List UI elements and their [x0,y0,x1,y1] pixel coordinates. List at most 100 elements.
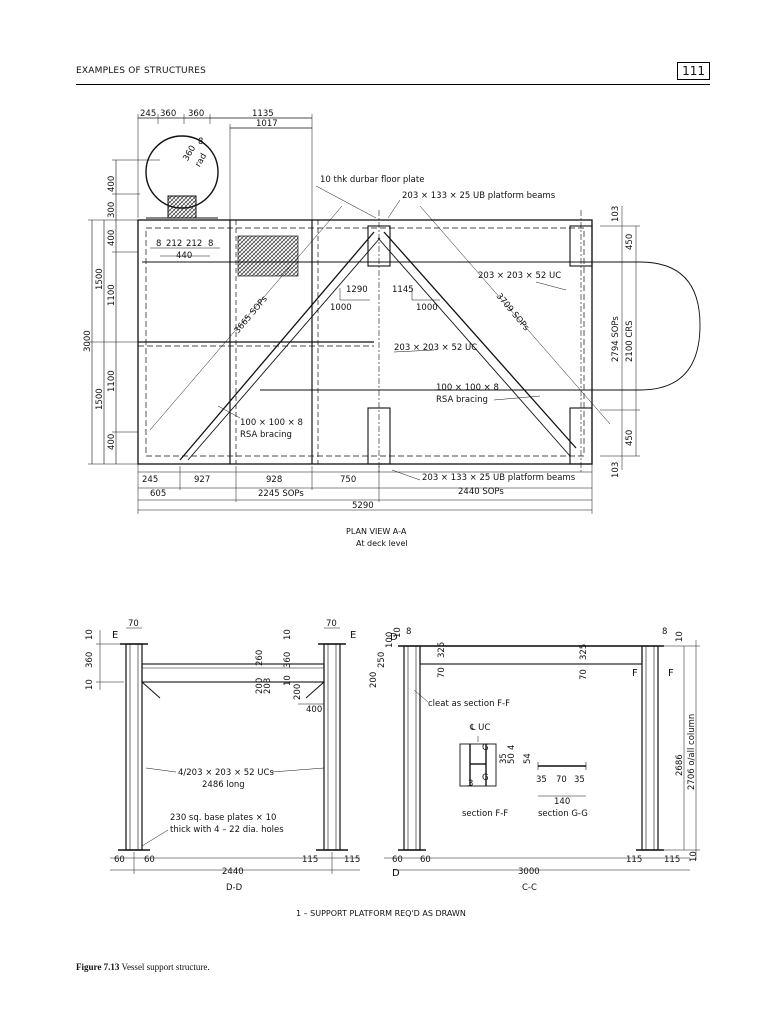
cc-bot-10: 10 [689,851,699,862]
dd-bot-60b: 60 [144,855,155,865]
left-dim-1500a: 1500 [95,268,105,290]
right-dim-2100: 2100 CRS [625,320,635,362]
right-dim-450a: 450 [625,234,635,250]
section-ff-label: section F-F [462,809,508,819]
caption-text: Vessel support structure. [121,962,210,972]
bottom-dim-927: 927 [194,475,210,485]
plan-view-subtitle: At deck level [356,539,408,548]
dd-bot-60a: 60 [114,855,125,865]
vessel-rad: rad [193,152,209,169]
top-dim-360a: 360 [160,109,176,119]
bottom-dim-245: 245 [142,475,158,485]
plan-view-title: PLAN VIEW A-A [346,527,407,536]
bottom-dim-5290: 5290 [352,501,374,511]
dd-beam [141,663,325,683]
dd-left-10a: 10 [85,629,95,640]
dd-dim-400: 400 [306,705,322,715]
right-dim-103b: 103 [611,462,621,478]
cc-in-200: 200 [369,672,379,688]
vessel-8: 8 [198,137,203,147]
left-dim-300: 300 [107,202,117,218]
cc-labels: D F F D 8 8 10 200 250 100 10 70 325 325… [369,627,699,893]
section-gg-label: section G-G [538,809,588,819]
top-dim-245: 245 [140,109,156,119]
cc-in-250: 250 [377,652,387,668]
cc-bot-115b: 115 [664,855,680,865]
dd-left-360: 360 [85,652,95,668]
right-dim-103a: 103 [611,206,621,222]
cc-mark-f-left: F [632,668,638,679]
cc-bot-115a: 115 [626,855,642,865]
top-dim-1017: 1017 [256,119,278,129]
vessel-outline [142,261,701,391]
dd-bot-115b: 115 [344,855,360,865]
cc-left-column [403,645,421,851]
callout-uc-right: 203 × 203 × 52 UC [478,271,561,281]
left-dim-1100a: 1100 [107,284,117,306]
dd-in-203: 203 [263,678,273,694]
ff-g-top: G [482,743,489,753]
footer-note: 1 – SUPPORT PLATFORM REQ'D AS DRAWN [296,909,466,918]
figure-caption: Figure 7.13 Vessel support structure. [76,962,210,972]
callout-rsa-right-2: RSA bracing [436,395,488,405]
callout-ub-top: 203 × 133 × 25 UB platform beams [402,191,556,201]
running-head: EXAMPLES OF STRUCTURES [76,66,207,76]
cc-in-325a: 325 [437,642,447,658]
plan-labels: 245 360 360 1135 1017 360 rad 8 3000 150… [83,109,635,548]
ff-4: 4 [507,745,517,750]
left-dim-400b: 400 [107,230,117,246]
cc-beam [419,645,643,665]
cc-in-70b: 70 [579,669,589,680]
dd-callout-bp-2: thick with 4 – 22 dia. holes [170,825,284,835]
bottom-dim-928: 928 [266,475,282,485]
bottom-dim-750: 750 [340,475,356,485]
cc-in-70a: 70 [437,667,447,678]
diag-dim-3665: 3665 SOPs [233,294,270,336]
cc-in-325b: 325 [579,644,589,660]
dd-callout-uc-2: 2486 long [202,780,245,790]
cc-bot-60a: 60 [392,855,403,865]
top-dim-360b: 360 [188,109,204,119]
bottom-dim-605: 605 [150,489,166,499]
dd-right-column [323,643,341,851]
callout-ub-bottom: 203 × 133 × 25 UB platform beams [422,473,576,483]
cc-mark-f-right: F [668,668,674,679]
dd-in-200: 200 [255,678,265,694]
dd-in-10b: 10 [283,675,293,686]
cc-in-100: 100 [385,632,395,648]
page-number: 111 [677,62,710,80]
left-dim-400a: 400 [107,176,117,192]
left-dim-1500b: 1500 [95,388,105,410]
elevation-cc [384,640,700,871]
dd-in-200b: 200 [293,684,303,700]
bottom-dim-2440: 2440 SOPs [458,487,504,497]
vessel-saddle [167,195,197,219]
mid-dim-1000b: 1000 [416,303,438,313]
cc-right-2706: 2706 o/all column [687,714,697,790]
gg-35a: 35 [536,775,547,785]
ff-50: 50 [507,753,517,764]
page-header: EXAMPLES OF STRUCTURES 111 [76,62,710,85]
right-dim-2794: 2794 SOPs [611,316,621,362]
dd-labels: 70 70 E E 10 360 10 200 203 260 10 360 1… [85,619,360,893]
cc-bot-3000: 3000 [518,867,540,877]
dd-callout-uc-1: 4/203 × 203 × 52 UCs [178,768,274,778]
cc-right-column [641,645,659,851]
ff-35: 35 [499,753,509,764]
gg-35b: 35 [574,775,585,785]
cc-mark-d-left: D [390,632,398,643]
small-dim-212a: 212 [166,239,182,249]
dd-mark-e-right: E [350,630,356,641]
dd-callout-bp-1: 230 sq. base plates × 10 [170,813,276,823]
plan-view [88,114,701,514]
dd-dim-70a: 70 [128,619,139,629]
cc-top-8a: 8 [406,627,411,637]
dd-left-column [125,643,143,851]
mid-dim-1290: 1290 [346,285,368,295]
left-dim-400c: 400 [107,434,117,450]
callout-rsa-left-2: RSA bracing [240,430,292,440]
callout-uc-mid: 203 × 203 × 52 UC [394,343,477,353]
ff-54: 54 [523,753,533,764]
right-dim-450b: 450 [625,430,635,446]
cc-in-10: 10 [393,627,403,638]
